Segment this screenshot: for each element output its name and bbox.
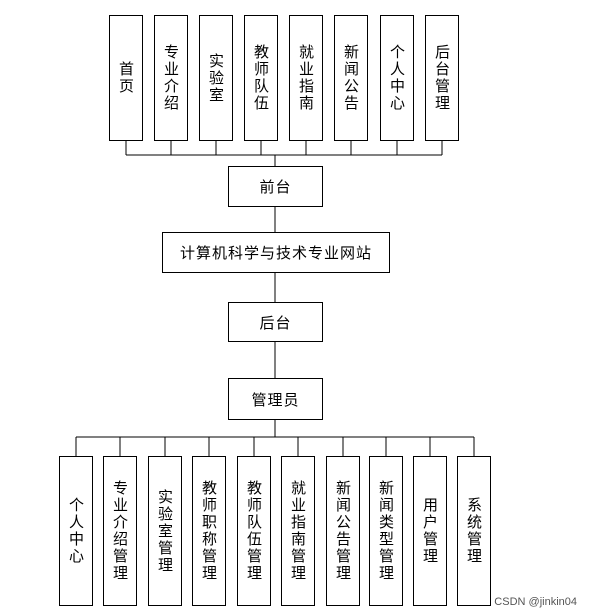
admin-module-label: 个人中心 — [67, 497, 85, 565]
admin-module-employment: 就业指南管理 — [281, 456, 315, 606]
front-module-lab: 实验室 — [199, 15, 233, 141]
front-module-home: 首页 — [109, 15, 143, 141]
front-module-label: 新闻公告 — [342, 44, 360, 112]
front-module-admin-entry: 后台管理 — [425, 15, 459, 141]
front-module-label: 就业指南 — [297, 44, 315, 112]
admin-node: 管理员 — [228, 378, 323, 420]
site-title-label: 计算机科学与技术专业网站 — [179, 244, 372, 262]
front-module-news: 新闻公告 — [334, 15, 368, 141]
admin-module-label: 用户管理 — [421, 497, 439, 565]
admin-module-label: 专业介绍管理 — [111, 480, 129, 582]
admin-module-label: 新闻类型管理 — [377, 480, 395, 582]
front-module-label: 首页 — [117, 61, 135, 95]
admin-module-users: 用户管理 — [413, 456, 447, 606]
admin-label: 管理员 — [251, 390, 300, 409]
admin-module-label: 就业指南管理 — [289, 480, 307, 582]
front-module-label: 专业介绍 — [162, 44, 180, 112]
front-module-employment: 就业指南 — [289, 15, 323, 141]
admin-module-label: 新闻公告管理 — [334, 480, 352, 582]
admin-module-major-intro: 专业介绍管理 — [103, 456, 137, 606]
front-module-label: 个人中心 — [388, 44, 406, 112]
front-module-label: 后台管理 — [433, 44, 451, 112]
admin-module-label: 实验室管理 — [156, 488, 174, 574]
front-module-teachers: 教师队伍 — [244, 15, 278, 141]
site-title-node: 计算机科学与技术专业网站 — [162, 232, 390, 273]
admin-module-news: 新闻公告管理 — [326, 456, 360, 606]
watermark: CSDN @jinkin04 — [494, 596, 577, 608]
front-module-major-intro: 专业介绍 — [154, 15, 188, 141]
admin-module-teachers: 教师队伍管理 — [237, 456, 271, 606]
admin-module-system: 系统管理 — [457, 456, 491, 606]
front-module-label: 实验室 — [207, 52, 225, 104]
admin-module-teacher-title: 教师职称管理 — [192, 456, 226, 606]
admin-module-label: 教师队伍管理 — [245, 480, 263, 582]
back-end-label: 后台 — [259, 313, 292, 332]
admin-module-lab: 实验室管理 — [148, 456, 182, 606]
admin-module-label: 系统管理 — [465, 497, 483, 565]
admin-module-personal-center: 个人中心 — [59, 456, 93, 606]
back-end-node: 后台 — [228, 302, 323, 342]
front-module-label: 教师队伍 — [252, 44, 270, 112]
front-end-label: 前台 — [259, 178, 292, 196]
admin-module-label: 教师职称管理 — [200, 480, 218, 582]
admin-module-news-type: 新闻类型管理 — [369, 456, 403, 606]
front-end-node: 前台 — [228, 166, 323, 207]
front-module-personal-center: 个人中心 — [380, 15, 414, 141]
